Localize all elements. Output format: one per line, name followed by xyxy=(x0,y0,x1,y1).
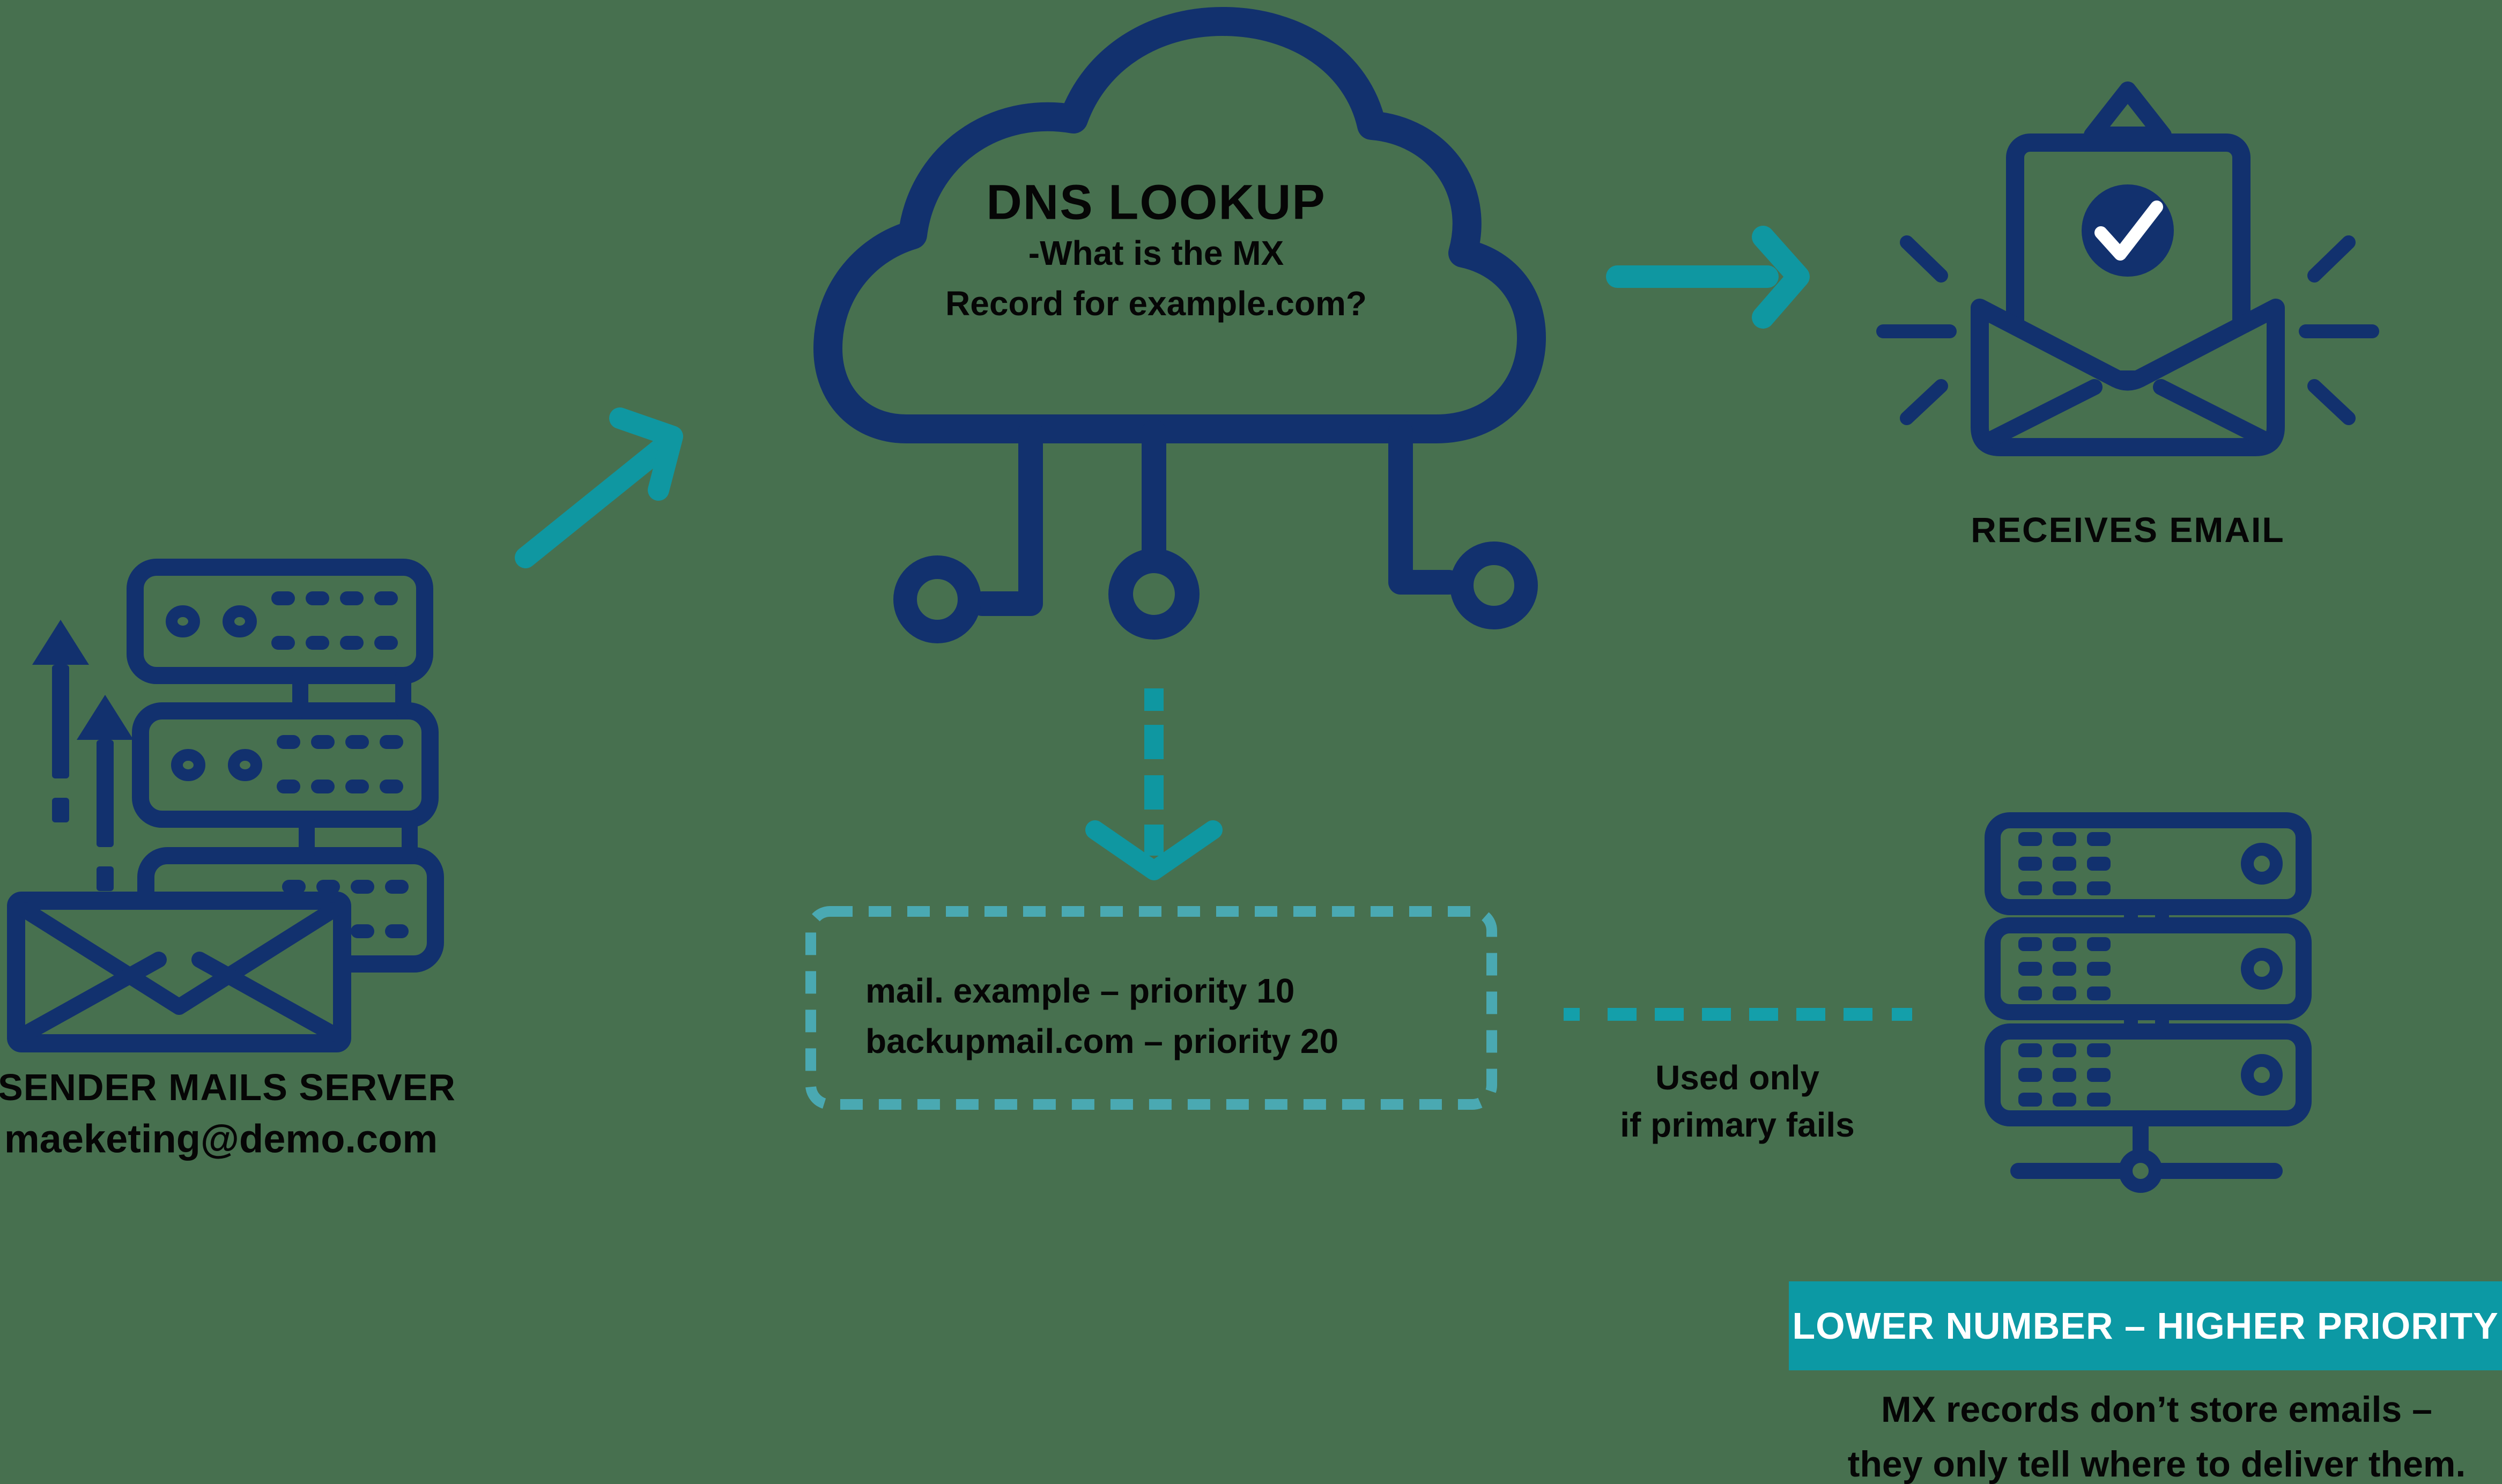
mx-footnote-line2: they only tell where to deliver them. xyxy=(1847,1444,2466,1484)
backup-server-icon xyxy=(1985,812,2312,1193)
mx-footnote-line1: MX records don’t store emails – xyxy=(1881,1389,2432,1430)
mx-record-backup: backupmail.com – priority 20 xyxy=(865,1022,1339,1060)
dns-cloud-icon xyxy=(813,7,1546,643)
receiver-envelope-icon xyxy=(1876,81,2379,456)
receives-email-label: RECEIVES EMAIL xyxy=(1971,510,2285,550)
send-arrow-icon xyxy=(515,407,683,568)
backup-note-line1: Used only xyxy=(1655,1058,1819,1097)
sender-envelope-icon xyxy=(7,892,351,1052)
mx-records-box-border xyxy=(805,906,1497,1110)
dns-lookup-title: DNS LOOKUP xyxy=(986,175,1326,230)
backup-note-line2: if primary fails xyxy=(1620,1105,1855,1144)
dns-question-line2: Record for example.com? xyxy=(945,284,1367,323)
backup-note: Used only if primary fails xyxy=(1620,1054,1855,1148)
priority-banner-label: LOWER NUMBER – HIGHER PRIORITY xyxy=(1792,1305,2499,1347)
deliver-arrow-icon xyxy=(1606,226,1810,329)
dns-answer-arrow-icon xyxy=(1085,688,1223,880)
fallback-connector-line xyxy=(1564,1008,1912,1021)
priority-banner: LOWER NUMBER – HIGHER PRIORITY xyxy=(1789,1281,2502,1370)
mx-footnote: MX records don’t store emails – they onl… xyxy=(1848,1382,2466,1484)
sender-email: maeketing@demo.com xyxy=(4,1116,438,1161)
upload-arrows-icon xyxy=(32,620,134,891)
dns-question-line1: -What is the MX xyxy=(1028,234,1284,272)
sender-server-icon xyxy=(127,559,444,973)
mx-record-primary: mail. example – priority 10 xyxy=(865,971,1295,1010)
sender-server-label: SENDER MAILS SERVER xyxy=(0,1066,456,1108)
